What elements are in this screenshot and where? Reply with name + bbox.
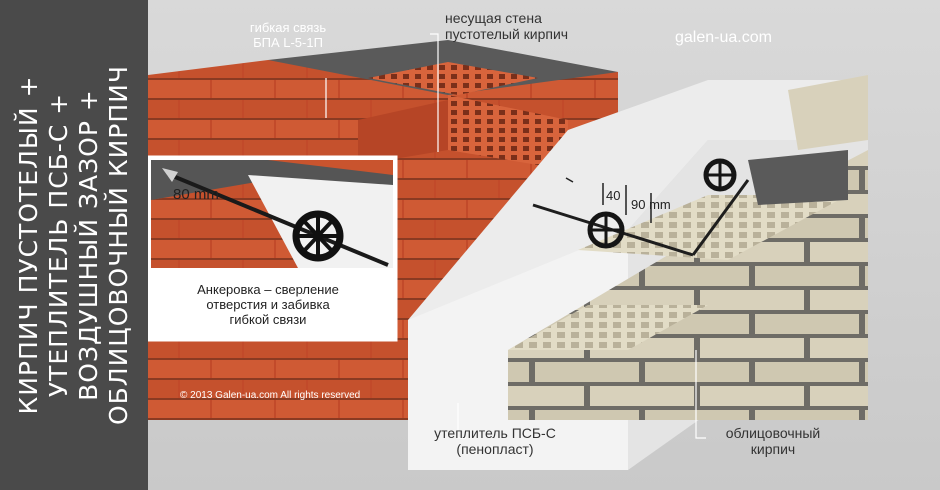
facing-label-line: кирпич xyxy=(750,441,796,457)
tie-label-line: гибкая связь xyxy=(249,20,327,35)
wall-label: несущая стена пустотелый кирпич xyxy=(445,10,568,42)
sidebar-line: КИРПИЧ ПУСТОТЕЛЫЙ + xyxy=(14,75,43,415)
anchoring-inset xyxy=(146,155,398,342)
inset-caption-line: отверстия и забивка xyxy=(206,297,330,312)
sidebar-line: ОБЛИЦОВОЧНЫЙ КИРПИЧ xyxy=(104,64,133,426)
inset-caption-line: гибкой связи xyxy=(229,312,307,327)
sidebar-line: УТЕПЛИТЕЛЬ ПСБ-С + xyxy=(44,92,73,398)
insulation-label-line: утеплитель ПСБ-С xyxy=(434,425,556,441)
gap-dimension: 40 xyxy=(606,188,621,203)
tie-label: гибкая связь БПА L-5-1П xyxy=(208,20,368,50)
anchor-depth-dimension: 80 mm xyxy=(173,186,219,203)
brick-dimension: 90 mm xyxy=(631,197,671,212)
insulation-label-line: (пенопласт) xyxy=(456,441,534,457)
flexible-tie xyxy=(532,158,750,257)
leader-lines xyxy=(325,33,706,439)
wall-illustration: гибкая связь БПА L-5-1П galen-ua.com нес… xyxy=(146,0,940,490)
tie-label-line: БПА L-5-1П xyxy=(253,35,323,50)
facing-brick-label: облицовочный кирпич xyxy=(708,425,838,457)
sidebar-line: ВОЗДУШНЫЙ ЗАЗОР + xyxy=(74,89,103,401)
sidebar-title: КИРПИЧ ПУСТОТЕЛЫЙ + УТЕПЛИТЕЛЬ ПСБ-С + В… xyxy=(14,10,134,480)
sidebar-panel: КИРПИЧ ПУСТОТЕЛЫЙ + УТЕПЛИТЕЛЬ ПСБ-С + В… xyxy=(0,0,148,490)
dimension-mark xyxy=(565,177,574,183)
site-watermark: galen-ua.com xyxy=(675,29,772,46)
insulation-label: утеплитель ПСБ-С (пенопласт) xyxy=(410,425,580,457)
inset-caption-line: Анкеровка – сверление xyxy=(197,282,339,297)
wall-label-line: несущая стена xyxy=(445,10,542,26)
copyright: © 2013 Galen-ua.com All rights reserved xyxy=(180,390,361,401)
wall-label-line: пустотелый кирпич xyxy=(445,26,569,42)
inset-caption: Анкеровка – сверление отверстия и забивк… xyxy=(178,282,358,327)
wall-drawing xyxy=(146,0,940,490)
facing-label-line: облицовочный xyxy=(725,425,821,441)
